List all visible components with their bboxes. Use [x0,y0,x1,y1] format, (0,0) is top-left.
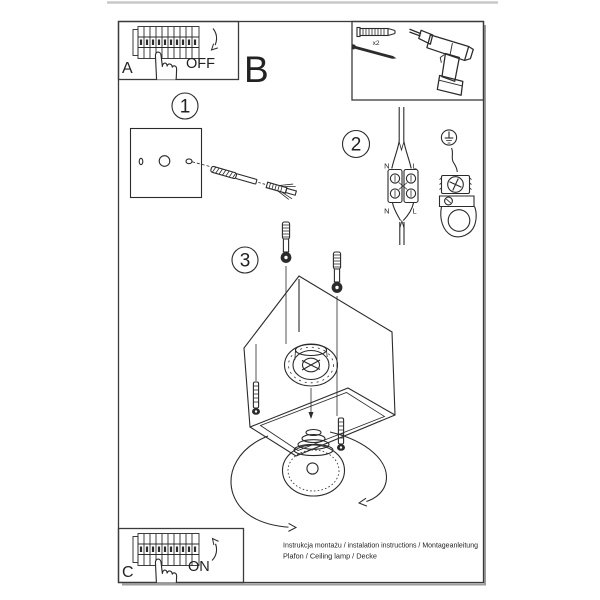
mounting-plate-illustration [129,127,203,199]
rotation-arrow-right [329,431,387,507]
panel-b-label: B [244,49,269,90]
step-2-badge: 2 [341,129,371,159]
guide-dash-plate [191,161,211,167]
inner-screw-left [251,381,261,416]
tools-box: x2 [351,20,485,101]
svg-text:1: 1 [180,97,191,118]
wire-label-n-bottom: N [384,207,389,216]
terminal-block-illustration [387,168,419,204]
footer-line-1: Instrukcja montażu / instalation instruc… [283,541,478,550]
wall-plug-icon [356,26,396,38]
off-arrow-icon [210,28,219,51]
panel-a-box: A OFF [117,20,240,81]
main-frame [117,20,485,584]
panel-c-box: C ON [117,527,245,584]
panel-c-state: ON [188,559,210,575]
step-3-badge: 3 [231,246,259,274]
screw-anchor-illustration [210,165,298,200]
socket-illustration [283,343,339,387]
ground-symbol-icon [440,129,458,146]
mounting-screw-right [331,251,343,294]
mounting-bracket-illustration [438,195,477,238]
ground-wire [450,147,458,173]
socket-arrow [308,412,314,419]
svg-text:3: 3 [240,251,251,272]
panel-a-label: A [122,60,133,77]
ground-assembly-illustration [438,129,477,238]
bulb-illustration [281,428,346,497]
rotation-arrow-left [230,435,298,532]
panel-a-state: OFF [186,56,215,72]
wire-label-l-top: L [413,162,417,171]
drill-icon [409,28,474,96]
wiring-illustration: N L N L [384,107,419,245]
wall-plug-qty: x2 [373,40,380,47]
footer-line-2: Plafon / Ceiling lamp / Decke [283,552,377,561]
mounting-screw-left [280,221,292,264]
footer-text: Instrukcja montażu / instalation instruc… [283,541,478,561]
step-1-badge: 1 [171,92,199,120]
hand-icon-c [154,558,178,583]
ground-terminal-illustration [439,174,472,195]
panel-c-label: C [122,564,134,581]
lamp-body-illustration [243,275,396,457]
wire-label-l-bottom: L [413,207,417,216]
on-arrow-icon [211,537,219,561]
svg-text:2: 2 [351,135,362,156]
breaker-panel-illustration-a [132,26,200,59]
wire-label-n-top: N [384,162,389,171]
screw-icon-tools [351,44,397,59]
